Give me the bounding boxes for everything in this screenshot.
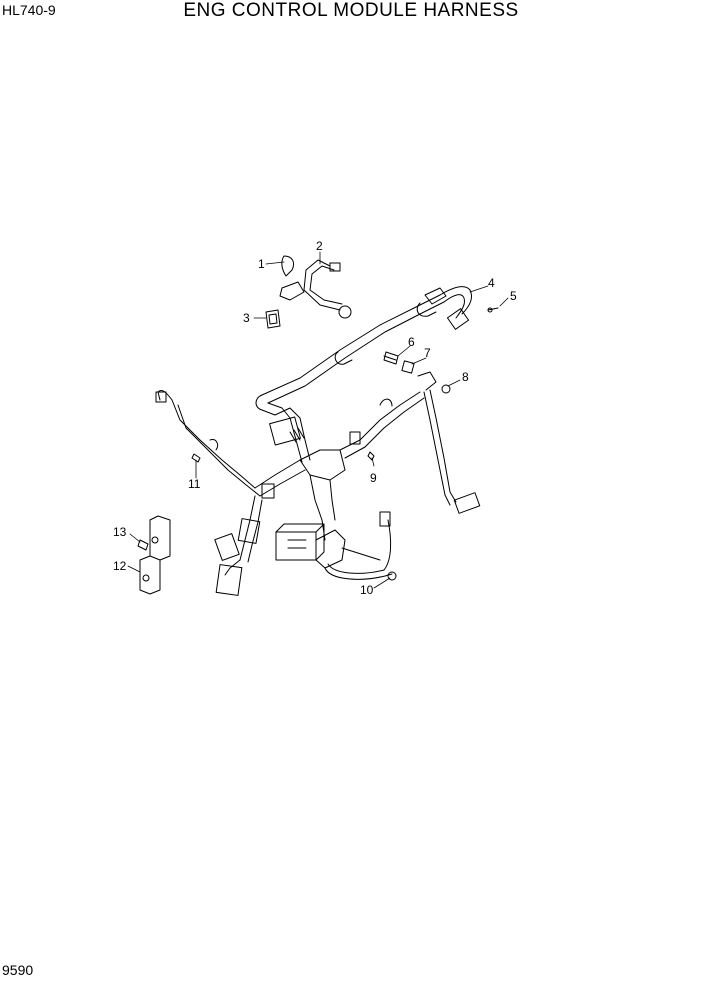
callout-11: 11 (188, 477, 201, 491)
callout-12: 12 (113, 559, 127, 573)
callout-leaders (127, 251, 509, 589)
page-number: 9590 (2, 962, 34, 978)
callout-3: 3 (243, 311, 250, 325)
callout-13: 13 (113, 525, 127, 539)
bracket (137, 515, 171, 595)
page-title: ENG CONTROL MODULE HARNESS (183, 0, 519, 21)
callout-7: 7 (424, 346, 431, 360)
callout-8: 8 (462, 370, 469, 384)
main-harness-trunk (137, 255, 499, 596)
callout-10: 10 (360, 583, 374, 597)
model-code: HL740-9 (2, 2, 56, 18)
callout-5: 5 (510, 289, 517, 303)
callout-6: 6 (408, 335, 415, 349)
callout-1: 1 (258, 257, 265, 271)
callout-4: 4 (488, 276, 495, 290)
callout-2: 2 (316, 239, 323, 253)
callout-9: 9 (370, 471, 377, 485)
